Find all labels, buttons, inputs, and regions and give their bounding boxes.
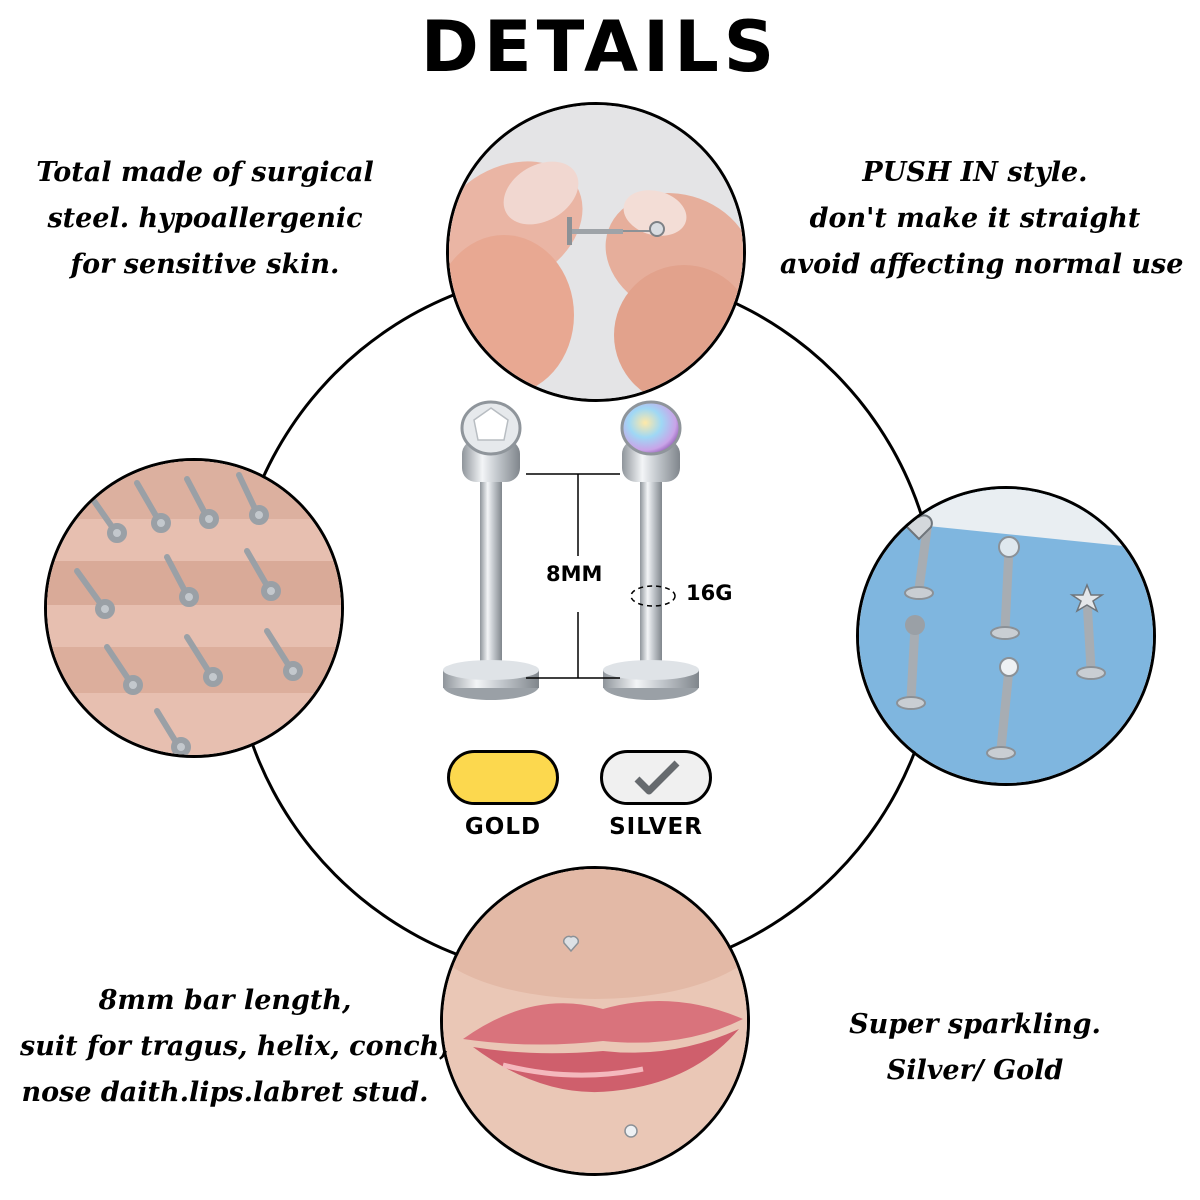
gauge-dimension-ring bbox=[630, 585, 676, 607]
caption-line: don't make it straight bbox=[809, 203, 1141, 234]
caption-push-in-style: PUSH IN style. don't make it straight av… bbox=[780, 150, 1184, 288]
gauge-label: 16G bbox=[686, 581, 733, 605]
caption-line: 8mm bar length, bbox=[98, 985, 352, 1016]
caption-line: Total made of surgical bbox=[36, 157, 374, 188]
caption-line: Super sparkling. bbox=[849, 1009, 1101, 1040]
stud-clear-crystal bbox=[443, 400, 539, 700]
page-title: DETAILS bbox=[420, 6, 780, 88]
caption-line: for sensitive skin. bbox=[70, 249, 340, 280]
caption-line: PUSH IN style. bbox=[862, 157, 1088, 188]
gold-label: GOLD bbox=[464, 814, 542, 840]
photo-push-in-assembly bbox=[446, 102, 746, 402]
stud-aurora-crystal bbox=[603, 400, 699, 700]
photo-studs-on-hand bbox=[44, 458, 344, 758]
caption-line: Silver/ Gold bbox=[886, 1055, 1064, 1086]
caption-line: suit for tragus, helix, conch, bbox=[20, 1031, 449, 1062]
photo-studs-display bbox=[856, 486, 1156, 786]
silver-swatch[interactable] bbox=[600, 750, 712, 805]
caption-line: nose daith.lips.labret stud. bbox=[21, 1077, 429, 1108]
length-dimension-line bbox=[526, 473, 620, 679]
caption-line: avoid affecting normal use bbox=[780, 249, 1184, 280]
gold-swatch[interactable] bbox=[447, 750, 559, 805]
caption-sparkling: Super sparkling. Silver/ Gold bbox=[830, 1002, 1120, 1094]
caption-material: Total made of surgical steel. hypoallerg… bbox=[30, 150, 380, 288]
checkmark-icon bbox=[634, 760, 680, 795]
product-studs-illustration bbox=[443, 400, 699, 700]
caption-bar-length: 8mm bar length, suit for tragus, helix, … bbox=[20, 978, 449, 1116]
photo-lip-piercing bbox=[440, 866, 750, 1176]
length-label: 8MM bbox=[546, 562, 603, 586]
silver-label: SILVER bbox=[609, 814, 703, 840]
caption-line: steel. hypoallergenic bbox=[47, 203, 363, 234]
